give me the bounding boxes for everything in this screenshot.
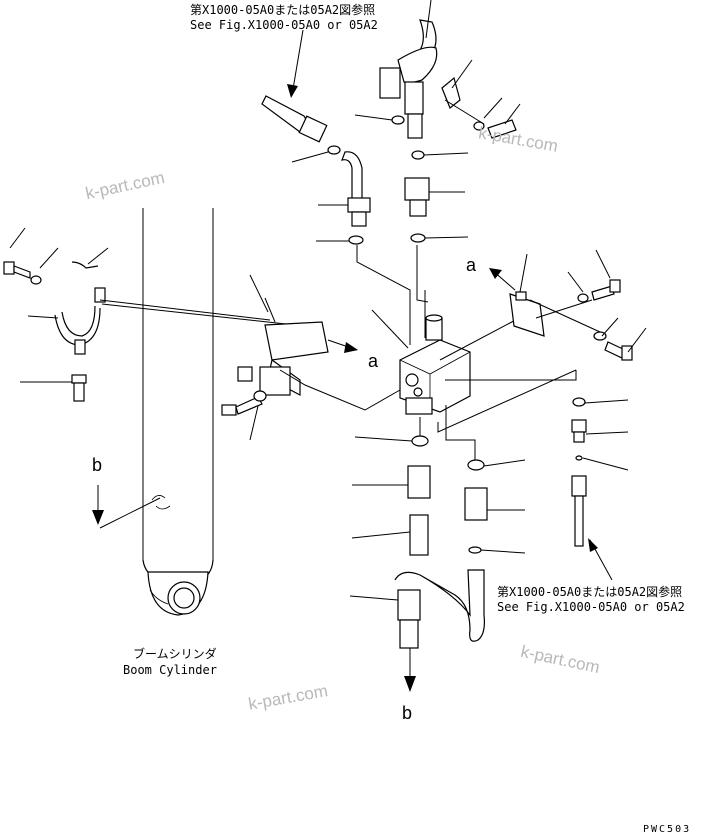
callout-arrow-b-top xyxy=(92,485,171,529)
component-name-ja: ブームシリンダ xyxy=(133,647,217,661)
drawing-code: PWC503 xyxy=(643,824,692,835)
right-column-fittings-top xyxy=(404,150,469,243)
callout-b-top: b xyxy=(92,455,103,475)
callout-arrow-a-left xyxy=(327,339,358,353)
left-bolts xyxy=(3,227,109,402)
hose-reference-top xyxy=(261,29,328,143)
component-name-en: Boom Cylinder xyxy=(123,663,217,677)
valve-bracket xyxy=(221,274,329,441)
reference-top-ja: 第X1000-05A0または05A2図参照 xyxy=(190,3,376,17)
callout-a-left: a xyxy=(368,351,379,371)
reference-top-en: See Fig.X1000-05A0 or 05A2 xyxy=(190,18,378,32)
safety-valve-block xyxy=(399,290,471,415)
reference-right-ja: 第X1000-05A0または05A2図参照 xyxy=(497,585,683,599)
top-fittings xyxy=(354,0,521,139)
callout-a-right: a xyxy=(466,255,477,275)
boom-cylinder xyxy=(142,208,214,616)
cylinder-clamp xyxy=(54,287,296,355)
reference-right-en: See Fig.X1000-05A0 or 05A2 xyxy=(497,600,685,614)
right-bracket xyxy=(509,249,647,361)
bottom-bent-hose xyxy=(349,569,485,692)
left-column-fittings xyxy=(291,145,371,245)
callout-b-bottom: b xyxy=(402,703,413,723)
lower-center-fittings xyxy=(351,435,526,556)
connection-leaders xyxy=(279,245,577,460)
right-column-fittings-lower xyxy=(571,397,629,581)
callout-arrow-a-right xyxy=(489,268,516,291)
